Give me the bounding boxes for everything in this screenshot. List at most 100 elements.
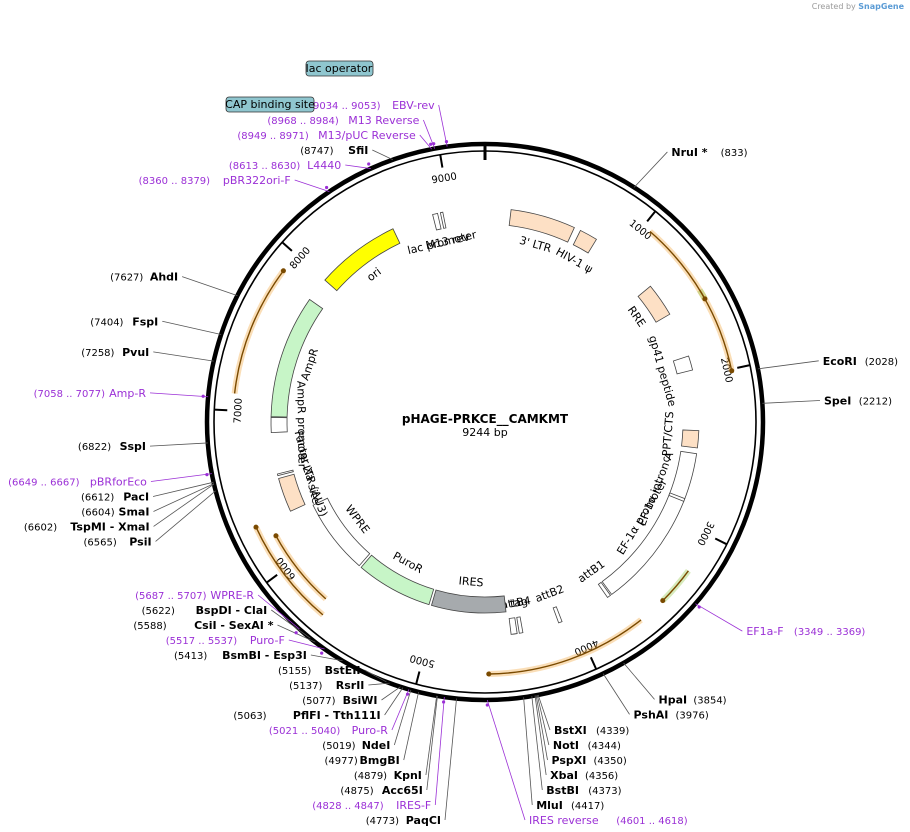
tick-3000 xyxy=(714,537,728,546)
site-paci[interactable]: (6612)PacI xyxy=(81,490,149,503)
site-sspi[interactable]: (6822)SspI xyxy=(78,440,146,453)
site-pflfi-tth111i[interactable]: (5063)PflFI - Tth111I xyxy=(233,709,380,722)
primer-pbr322ori-f[interactable]: pBR322ori-F(8360 .. 8379) xyxy=(139,174,291,187)
primer-range-ef1a-f: (3349 .. 3369) xyxy=(794,627,866,638)
site-bspdi-clai[interactable]: (5622)BspDI - ClaI xyxy=(142,604,268,617)
feature-ori[interactable] xyxy=(324,228,401,292)
feature-gp41-peptide[interactable] xyxy=(672,355,694,375)
primer-m13-puc-reverse[interactable]: M13/pUC Reverse(8949 .. 8971) xyxy=(237,129,416,142)
feature-3-ltr-u3[interactable] xyxy=(278,473,306,512)
primer-puro-f[interactable]: Puro-F(5517 .. 5537) xyxy=(166,634,285,647)
site-name-spei: SpeI xyxy=(824,394,851,407)
feature-ires[interactable] xyxy=(430,589,507,614)
feature-wpre[interactable] xyxy=(312,497,371,567)
site-smai[interactable]: (6604)SmaI xyxy=(81,505,149,518)
site-bsmbi-esp3i[interactable]: (5413)BsmBI - Esp3I xyxy=(174,649,307,662)
site-bsiwi[interactable]: (5077)BsiWI xyxy=(302,694,377,707)
primer-ires-f[interactable]: IRES-F(4828 .. 4847) xyxy=(312,799,431,812)
site-bsteii[interactable]: (5155)BstEII xyxy=(278,664,360,677)
primer-name-l4440: L4440 xyxy=(307,159,341,172)
feature-ampr[interactable] xyxy=(270,298,324,418)
feature-factor-xa-site[interactable] xyxy=(276,469,294,477)
site-bstbi[interactable]: (4373)BstBI xyxy=(546,784,621,797)
feature-rre[interactable] xyxy=(637,285,671,323)
feature-m13-rev[interactable] xyxy=(439,211,447,229)
feature-ampr-promoter[interactable] xyxy=(270,416,288,434)
cap-binding-site-box[interactable]: CAP binding site xyxy=(225,96,315,113)
primer-m13-reverse[interactable]: M13 Reverse(8968 .. 8984) xyxy=(267,114,419,127)
site-name-bsiwi: BsiWI xyxy=(343,694,378,707)
lac-operator-box[interactable]: lac operator xyxy=(305,60,374,77)
feature-lac-promoter[interactable] xyxy=(432,212,442,231)
feature-attb2[interactable] xyxy=(552,606,563,624)
primer-range-ires-reverse: (4601 .. 4618) xyxy=(616,816,688,827)
feature-hiv-1[interactable] xyxy=(572,229,598,254)
site-ecori[interactable]: (2028)EcoRI xyxy=(823,355,898,368)
site-ahdi[interactable]: (7627)AhdI xyxy=(110,271,178,284)
leader-bsmbi-esp3i xyxy=(310,654,343,662)
site-pos-sfii: (8747) xyxy=(300,146,333,157)
tick-9000 xyxy=(439,154,444,168)
feature-v5-tag[interactable] xyxy=(508,617,518,635)
site-pos-nrui: (833) xyxy=(721,148,748,159)
primer-amp-r[interactable]: Amp-R(7058 .. 7077) xyxy=(34,387,147,400)
site-name-mlui: MluI xyxy=(536,799,563,812)
site-pos-pvui: (7258) xyxy=(81,348,114,359)
site-ndei[interactable]: (5019)NdeI xyxy=(322,739,390,752)
feature-ef-1-intron-a[interactable] xyxy=(668,492,686,502)
primer-ef1a-f[interactable]: EF1a-F(3349 .. 3369) xyxy=(746,625,865,638)
site-bstxi[interactable]: (4339)BstXI xyxy=(554,724,629,737)
feature-cppt-cts[interactable] xyxy=(681,429,700,449)
site-psii[interactable]: (6565)PsiI xyxy=(84,535,152,548)
site-name-hpai: HpaI xyxy=(659,693,688,706)
site-rsrii[interactable]: (5137)RsrII xyxy=(289,679,364,692)
site-labels[interactable]: (833)NruI * (2028)EcoRI (2212)SpeI (3854)Hp… xyxy=(8,99,898,827)
feature-ef-1-promoter[interactable] xyxy=(601,450,698,596)
site-spei[interactable]: (2212)SpeI xyxy=(824,394,892,407)
site-pos-psii: (6565) xyxy=(84,537,117,548)
primer-l4440[interactable]: L4440(8613 .. 8630) xyxy=(229,159,341,172)
site-hpai[interactable]: (3854)HpaI xyxy=(659,693,727,706)
site-pshai[interactable]: (3976)PshAI xyxy=(634,708,709,721)
feature-3-ltr[interactable] xyxy=(508,209,575,243)
leader-ndei xyxy=(393,689,412,746)
primer-puro-r[interactable]: Puro-R(5021 .. 5040) xyxy=(269,724,388,737)
primer-ebv-rev[interactable]: EBV-rev(9034 .. 9053) xyxy=(309,99,435,112)
orf-arcs xyxy=(231,229,735,677)
feature-label-m13-rev: M13 rev xyxy=(424,230,471,252)
leader-bstxi xyxy=(537,694,551,731)
site-tspmi-xmai[interactable]: (6602)TspMI - XmaI xyxy=(24,520,150,533)
site-fspi[interactable]: (7404)FspI xyxy=(90,315,158,328)
primer-wpre-r[interactable]: WPRE-R(5687 .. 5707) xyxy=(135,589,254,602)
orf-head-2 xyxy=(660,598,666,604)
orf-arc-4 xyxy=(255,526,324,616)
feature-attb4[interactable] xyxy=(516,616,524,634)
site-pos-bmgbi: (4977) xyxy=(324,756,357,767)
primer-mark-pbr322ori-f xyxy=(324,185,329,190)
feature-attb1[interactable] xyxy=(597,581,612,598)
site-pos-tspmi-xmai: (6602) xyxy=(24,522,57,533)
site-noti[interactable]: (4344)NotI xyxy=(553,739,621,752)
site-pspxi[interactable]: (4350)PspXI xyxy=(552,754,627,767)
site-acc65i[interactable]: (4875)Acc65I xyxy=(340,784,422,797)
tick-label-8000: 8000 xyxy=(288,245,313,271)
site-xbai[interactable]: (4356)XbaI xyxy=(550,769,618,782)
feature-puror[interactable] xyxy=(360,554,435,606)
site-sfii[interactable]: (8747)SfiI xyxy=(300,144,368,157)
site-nrui[interactable]: (833)NruI * xyxy=(671,146,747,159)
site-paqci[interactable]: (4773)PaqCI xyxy=(366,814,441,827)
site-pos-noti: (4344) xyxy=(588,741,621,752)
site-bmgbi[interactable]: (4977)BmgBI xyxy=(324,754,399,767)
tick-label-5000: 5000 xyxy=(409,652,436,669)
primer-name-ires-f: IRES-F xyxy=(396,799,431,812)
site-pos-kpni: (4879) xyxy=(354,771,387,782)
site-mlui[interactable]: (4417)MluI xyxy=(536,799,604,812)
primer-ires-reverse[interactable]: IRES reverse(4601 .. 4618) xyxy=(529,814,688,827)
site-kpni[interactable]: (4879)KpnI xyxy=(354,769,422,782)
leader-acc65i xyxy=(426,695,438,791)
site-pvui[interactable]: (7258)PvuI xyxy=(81,346,149,359)
primer-pbrforeco[interactable]: pBRforEco(6649 .. 6667) xyxy=(8,475,147,488)
site-csii-sexai[interactable]: (5588)CsiI - SexAI * xyxy=(133,619,273,632)
leader-m13-puc-reverse xyxy=(419,134,432,150)
